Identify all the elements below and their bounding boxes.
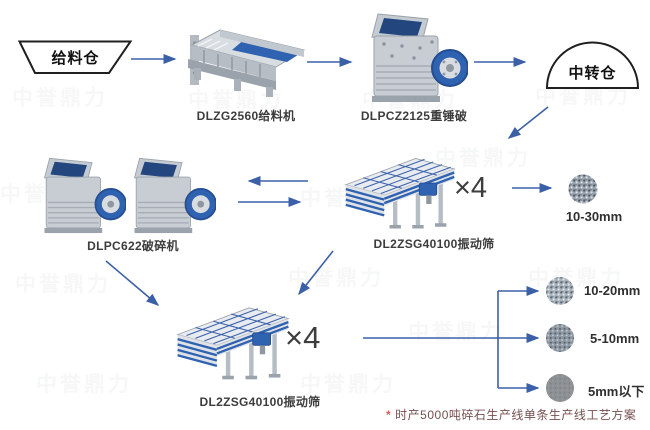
vibrating-screen1-image	[344, 158, 456, 229]
crusher-image-2	[133, 157, 216, 234]
arrow-screen1-to-screen2	[298, 250, 334, 296]
screen1-multiplier: ×4	[454, 172, 488, 204]
crusher-image-1	[43, 157, 126, 234]
screen1-label: DL2ZSG40100振动筛	[373, 237, 495, 251]
output-5-10mm-label: 5-10mm	[590, 331, 640, 346]
transfer-bin-shape	[545, 41, 640, 89]
crusher2-label: DLPC622破碎机	[87, 239, 179, 253]
note-asterisk: *	[386, 408, 392, 422]
feeder-label: DLZG2560给料机	[196, 109, 296, 123]
gravel-5-10mm-image	[546, 324, 574, 352]
process-note: *时产5000吨碎石生产线单条生产线工艺方案	[386, 406, 636, 423]
note-text: 时产5000吨碎石生产线单条生产线工艺方案	[395, 408, 637, 422]
hammer-crusher-label: DLPCZ2125重锤破	[360, 109, 468, 123]
hammer-crusher-image	[371, 13, 468, 102]
gravel-5mm-image	[546, 374, 574, 402]
arrow-crushers-to-screen2	[105, 260, 160, 306]
feed-bin-shape	[18, 40, 133, 74]
gravel-10-20mm-image	[546, 277, 574, 305]
feeder-image	[188, 29, 306, 97]
output-10-30mm-label: 10-30mm	[565, 209, 623, 224]
arrow-transferbin-to-screen1	[507, 106, 549, 139]
screen2-label: DL2ZSG40100振动筛	[199, 395, 321, 409]
output-10-20mm-label: 10-20mm	[584, 283, 641, 298]
transfer-bin-label: 中转仓	[568, 65, 617, 82]
feed-bin-label: 给料仓	[51, 50, 100, 67]
gravel-10-30mm-image	[568, 174, 598, 204]
output-5mm-label: 5mm以下	[588, 384, 645, 399]
vibrating-screen2-image	[176, 307, 290, 380]
screen2-multiplier: ×4	[285, 320, 321, 355]
